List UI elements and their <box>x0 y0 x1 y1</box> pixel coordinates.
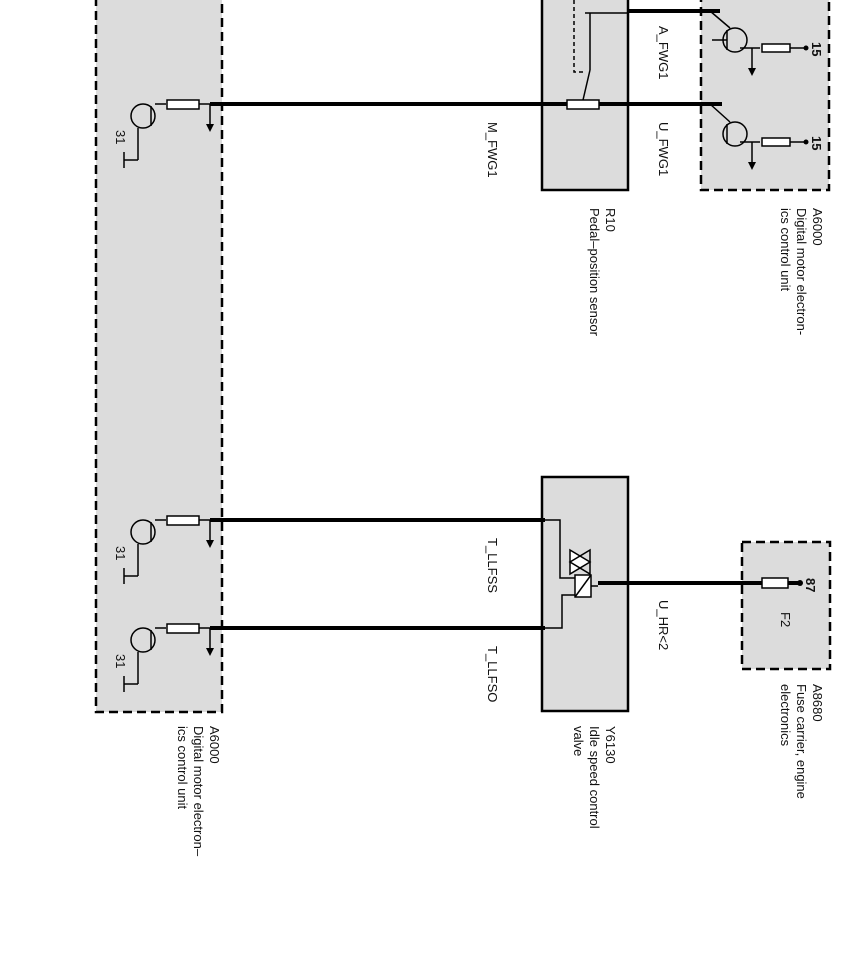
fuse-label: F2 <box>778 612 793 627</box>
signal-u-fwg1: U_FWG1 <box>656 122 671 176</box>
transistor-left-3 <box>123 623 214 692</box>
ground-pin-label: 31 <box>113 654 128 668</box>
signal-t-llfss: T_LLFSS <box>485 538 500 593</box>
ecu-left-desc-1: Digital motor electron– <box>191 726 206 857</box>
fuse-symbol <box>761 577 803 589</box>
potentiometer-symbol <box>566 0 628 110</box>
ecu-right-id: A6000 <box>810 208 825 246</box>
pedal-sensor-id: R10 <box>603 208 618 232</box>
fuse-carrier-desc-1: Fuse carrier, engine <box>794 684 809 799</box>
ground-pin-label: 31 <box>113 130 128 144</box>
pedal-sensor-box <box>540 0 630 192</box>
ecu-left-id: A6000 <box>207 726 222 764</box>
fuse-carrier-id: A8680 <box>810 684 825 722</box>
ecu-right-desc-1: Digital motor electron- <box>794 208 809 335</box>
transistor-left-1 <box>123 99 214 168</box>
ecu-left-box <box>94 0 224 714</box>
transistor-a-fwg1 <box>709 10 809 76</box>
supply-pin-label: 15 <box>809 136 824 150</box>
supply-pin-label: 15 <box>809 42 824 56</box>
fuse-pin-label: 87 <box>803 578 818 592</box>
fuse-carrier-desc-2: electronics <box>778 684 793 747</box>
transistor-left-2 <box>123 515 214 584</box>
valve-solenoid-symbol <box>545 519 598 629</box>
signal-u-hr: U_HR<2 <box>656 600 671 650</box>
idle-valve-id: Y6130 <box>603 726 618 764</box>
signal-m-fwg1: M_FWG1 <box>485 122 500 178</box>
ecu-right-box <box>699 0 831 192</box>
ecu-right-desc-2: ics control unit <box>778 208 793 291</box>
pedal-sensor-desc: Pedal–position sensor <box>587 208 602 337</box>
signal-a-fwg1: A_FWG1 <box>656 26 671 79</box>
fuse-carrier-box <box>740 540 832 671</box>
signal-t-llfso: T_LLFSO <box>485 646 500 702</box>
idle-valve-desc-2: valve <box>571 726 586 756</box>
transistor-u-fwg1 <box>709 103 809 170</box>
ecu-left-desc-2: ics control unit <box>175 726 190 809</box>
idle-valve-desc-1: Idle speed control <box>587 726 602 829</box>
ground-pin-label: 31 <box>113 546 128 560</box>
